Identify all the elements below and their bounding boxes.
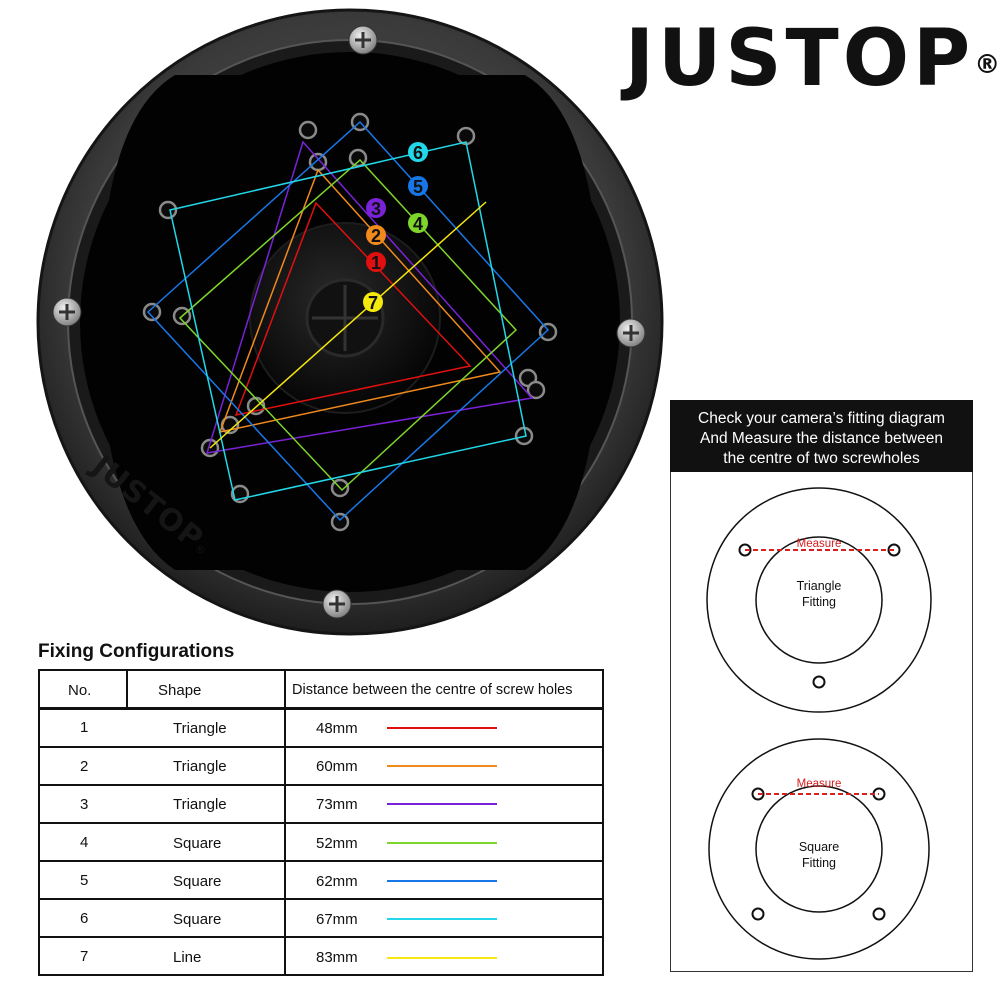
fixing-configurations-title: Fixing Configurations [38,641,235,662]
table-row: 5 Square 62mm [38,860,604,900]
triangle-screw-hole-bottom [812,675,826,689]
ring-screw-left [52,297,82,327]
row-distance: 83mm [316,949,358,966]
row-distance: 67mm [316,911,358,928]
square-52mm-line [178,158,518,492]
guide-header-line2: And Measure the distance between [700,430,943,447]
row-distance: 73mm [316,796,358,813]
row-no: 3 [80,796,89,813]
ring-screw-right [616,318,646,348]
brand-logo-text: JUSTOP [625,14,975,104]
marker-7-label: 7 [368,293,378,313]
marker-3: 3 [366,198,386,219]
square-fitting-label-2: Fitting [802,856,836,870]
ring-screw-bottom [322,589,352,619]
row-color-line [387,918,497,920]
row-no: 2 [80,758,89,775]
row-distance: 48mm [316,720,358,737]
marker-1-label: 1 [371,253,381,273]
square-screw-hole-bl [751,907,765,921]
row-color-line [387,842,497,844]
marker-3-label: 3 [371,199,381,219]
triangle-fitting-label-2: Fitting [802,595,836,609]
row-shape: Square [173,835,222,852]
table-row: 7 Line 83mm [38,936,604,976]
row-distance: 60mm [316,758,358,775]
square-67mm-line [169,141,527,501]
triangle-fitting-diagram: Measure Triangle Fitting [706,487,932,713]
brand-logo: JUSTOP® [625,14,1000,104]
header-distance: Distance between the centre of screw hol… [292,682,573,698]
triangle-fitting-label-1: Triangle [797,579,842,593]
row-shape: Triangle [173,796,227,813]
table-row: 1 Triangle 48mm [38,708,604,748]
square-screw-hole-br [872,907,886,921]
marker-7: 7 [363,292,383,313]
row-no: 7 [80,948,89,965]
triangle-73mm-line [205,140,534,454]
row-distance: 52mm [316,835,358,852]
header-no: No. [68,682,92,699]
table-row: 4 Square 52mm [38,822,604,862]
table-row: 3 Triangle 73mm [38,784,604,824]
ring-logo-registered: ® [195,543,206,556]
row-shape: Line [173,949,202,966]
table-row: 2 Triangle 60mm [38,746,604,786]
square-fitting-diagram: Measure Square Fitting [708,738,930,960]
fitting-guide-header: Check your camera’s fitting diagram And … [670,400,973,472]
row-no: 5 [80,872,89,889]
fitting-lines [146,120,550,522]
square-measure-label: Measure [797,778,842,790]
row-distance: 62mm [316,873,358,890]
row-shape: Square [173,911,222,928]
row-shape: Square [173,873,222,890]
marker-4: 4 [408,213,428,234]
fitting-guide-diagrams: Measure Triangle Fitting Measure Square … [706,487,932,960]
row-color-line [387,880,497,882]
row-color-line [387,957,497,959]
square-62mm-line [146,120,550,522]
marker-2: 2 [366,225,386,246]
marker-5: 5 [408,176,428,197]
marker-6-label: 6 [413,143,423,163]
row-shape: Triangle [173,720,227,737]
table-header-row: No. Shape Distance between the centre of… [38,669,604,709]
square-fitting-label-1: Square [799,840,839,854]
guide-header-line1: Check your camera’s fitting diagram [698,410,945,427]
marker-4-label: 4 [413,214,423,234]
row-no: 1 [80,719,89,736]
ring-screw-top [348,25,378,55]
brand-registered-mark: ® [974,50,1000,80]
table-row: 6 Square 67mm [38,898,604,938]
line-83mm-line [209,201,487,449]
triangle-measure-label: Measure [797,538,842,550]
marker-5-label: 5 [413,177,423,197]
mount-plate-illustration: 6 5 3 4 2 1 7 JUSTOP ® [36,8,664,636]
marker-6: 6 [408,142,428,163]
marker-1: 1 [366,252,386,273]
row-color-line [387,765,497,767]
guide-header-line3: the centre of two screwholes [723,450,920,467]
header-shape: Shape [158,682,202,699]
row-no: 6 [80,910,89,927]
row-no: 4 [80,834,89,851]
row-color-line [387,727,497,729]
marker-2-label: 2 [371,226,381,246]
row-shape: Triangle [173,758,227,775]
row-color-line [387,803,497,805]
